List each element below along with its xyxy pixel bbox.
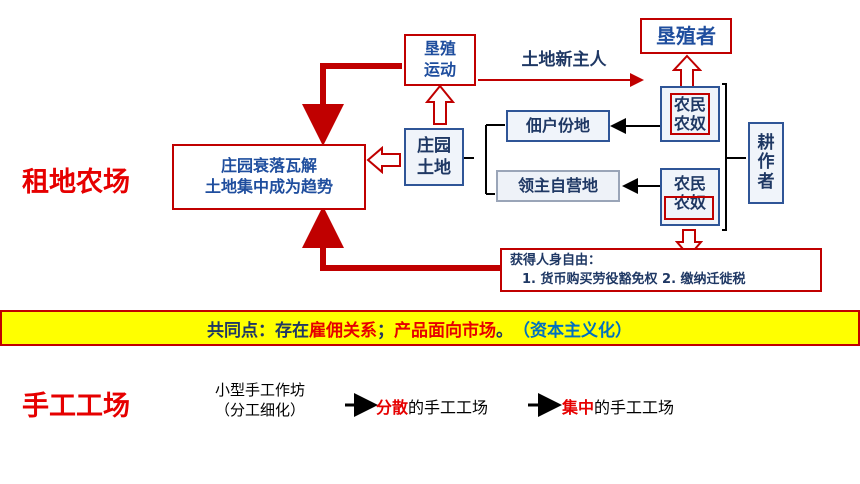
reclamation-movement-box: 垦殖 运动 bbox=[404, 34, 476, 86]
centralized-workshop-label: 集中的手工工场 bbox=[562, 394, 674, 418]
banner-end: 。 bbox=[496, 320, 513, 341]
small-workshop-line1: 小型手工作坊 bbox=[215, 381, 306, 399]
centralized-rest: 的手工工场 bbox=[594, 398, 675, 417]
banner-prefix: 共同点：存在 bbox=[207, 320, 309, 341]
banner-sep: ； bbox=[377, 320, 394, 341]
common-point-banner: 共同点：存在 雇佣关系 ； 产品面向市场 。 （资本主义化） bbox=[0, 310, 860, 346]
new-owner-label: 土地新主人 bbox=[521, 49, 607, 70]
hollow-up-arrow-settlers bbox=[672, 54, 702, 89]
banner-market: 产品面向市场 bbox=[394, 320, 496, 341]
dispersed-rest: 的手工工场 bbox=[408, 398, 489, 417]
peasant-serf-text-1: 农民 农奴 bbox=[669, 92, 710, 136]
bracket-manor bbox=[462, 124, 505, 195]
peasant-serf-box-1: 农民 农奴 bbox=[660, 86, 720, 142]
hollow-left-arrow-decline bbox=[366, 146, 401, 174]
serf-highlight-frame bbox=[664, 196, 714, 220]
freedom-detail: 1. 货币购买劳役豁免权 2. 缴纳迁徙税 bbox=[522, 271, 746, 287]
small-workshop-label: 小型手工作坊 （分工细化） bbox=[215, 380, 305, 421]
rental-farm-title: 租地农场 bbox=[22, 167, 130, 198]
dispersed-workshop-label: 分散的手工工场 bbox=[376, 394, 488, 418]
manor-land-box: 庄园 土地 bbox=[404, 128, 464, 186]
tenant-land-box: 佃户份地 bbox=[506, 110, 610, 142]
bracket-cultivators bbox=[722, 83, 746, 231]
banner-capitalism: （资本主义化） bbox=[513, 320, 632, 341]
dispersed-word: 分散 bbox=[376, 398, 409, 417]
manor-decline-box: 庄园衰落瓦解 土地集中成为趋势 bbox=[172, 144, 366, 210]
loop-arrow-top bbox=[302, 63, 402, 146]
centralized-word: 集中 bbox=[562, 398, 595, 417]
settlers-box: 垦殖者 bbox=[640, 18, 732, 54]
small-workshop-line2: （分工细化） bbox=[215, 401, 306, 420]
loop-arrow-bottom bbox=[302, 206, 500, 271]
cultivators-box: 耕 作 者 bbox=[748, 122, 784, 204]
lord-land-box: 领主自营地 bbox=[496, 170, 620, 202]
handicraft-workshop-title: 手工工场 bbox=[22, 391, 130, 422]
freedom-box: 获得人身自由： 1. 货币购买劳役豁免权 2. 缴纳迁徙税 bbox=[500, 248, 822, 292]
hollow-up-arrow-manor bbox=[425, 84, 455, 125]
freedom-title: 获得人身自由： bbox=[510, 253, 602, 268]
banner-hire: 雇佣关系 bbox=[309, 320, 377, 341]
